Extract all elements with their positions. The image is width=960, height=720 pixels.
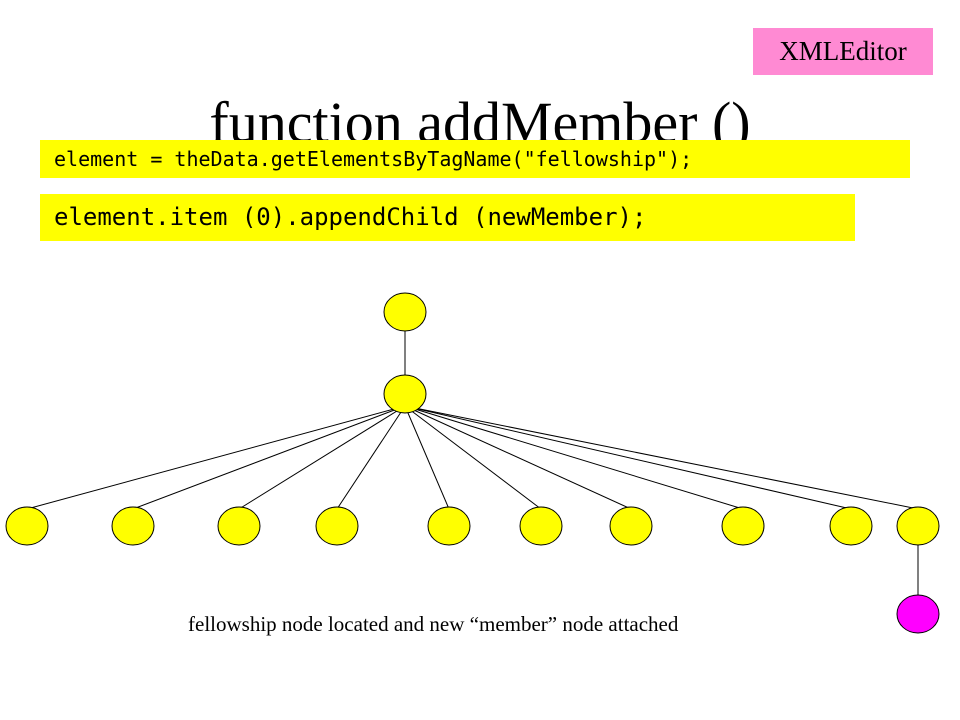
- tree-edge-member: [404, 405, 632, 510]
- tree-edge-member: [238, 405, 406, 510]
- member-node: [519, 506, 563, 546]
- tree-edge-member: [404, 405, 450, 510]
- tree-edge-member: [336, 405, 406, 510]
- member-node: [721, 506, 765, 546]
- member-node: [609, 506, 653, 546]
- fellowship-node: [383, 374, 427, 414]
- diagram-caption: fellowship node located and new “member”…: [188, 612, 679, 636]
- xmleditor-badge: XMLEditor: [753, 28, 933, 75]
- tree-edge-member: [404, 405, 852, 510]
- tree-edge-member: [404, 405, 919, 510]
- tree-nodes: [5, 292, 940, 634]
- tree-edges: [26, 331, 919, 595]
- member-node: [111, 506, 155, 546]
- tree-edge-member: [26, 405, 406, 510]
- member-node: [896, 506, 940, 546]
- new-member-node: [896, 594, 940, 634]
- code-line-append-child: element.item (0).appendChild (newMember)…: [40, 194, 855, 241]
- document-root-node: [383, 292, 427, 332]
- tree-edge-member: [132, 405, 406, 510]
- tree-edge-member: [404, 405, 744, 510]
- code-line-get-elements: element = theData.getElementsByTagName("…: [40, 140, 910, 178]
- member-node: [829, 506, 873, 546]
- tree-edge-member: [404, 405, 542, 510]
- member-node: [5, 506, 49, 546]
- member-node: [315, 506, 359, 546]
- member-node: [427, 506, 471, 546]
- member-node: [217, 506, 261, 546]
